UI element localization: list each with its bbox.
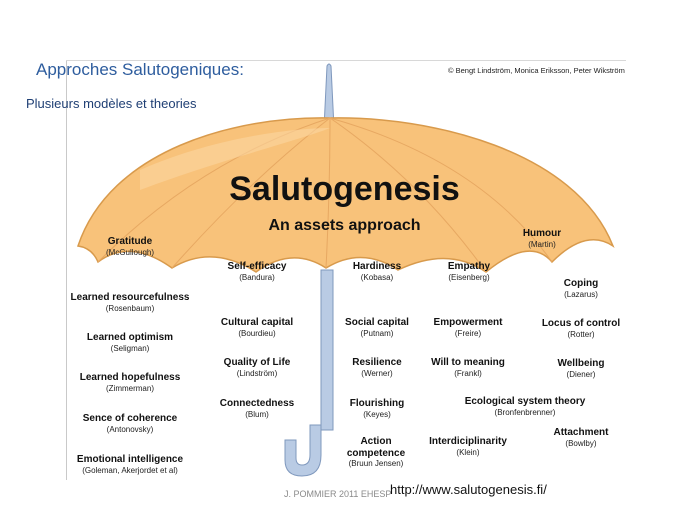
concept-sence-of-coherence: Sence of coherence(Antonovsky): [82, 413, 178, 434]
footer-url-link[interactable]: http://www.salutogenesis.fi/: [390, 482, 547, 497]
slide-subtitle: Plusieurs modèles et theories: [26, 96, 197, 111]
umbrella-handle: [284, 424, 322, 477]
concept-connectedness: Connectedness(Blum): [219, 398, 295, 419]
umbrella-subtitle: An assets approach: [268, 217, 421, 234]
umbrella-title: Salutogenesis: [229, 170, 460, 208]
umbrella-shaft: [320, 269, 334, 431]
concept-self-efficacy: Self-efficacy(Bandura): [227, 261, 287, 282]
concept-wellbeing: Wellbeing(Diener): [557, 358, 605, 379]
concept-learned-optimism: Learned optimism(Seligman): [86, 332, 174, 353]
concept-coping: Coping(Lazarus): [563, 278, 599, 299]
concept-cultural-capital: Cultural capital(Bourdieu): [220, 317, 294, 338]
slide-left-rule: [66, 60, 67, 480]
slide-top-rule: [66, 60, 626, 61]
concept-emotional-intelligence: Emotional intelligence(Goleman, Akerjord…: [76, 454, 184, 475]
slide-title: Approches Salutogeniques:: [36, 60, 244, 79]
canopy-seam: [97, 117, 331, 263]
concept-quality-of-life: Quality of Life(Lindström): [223, 357, 291, 378]
concept-will-to-meaning: Will to meaning(Frankl): [431, 357, 505, 378]
copyright-note: © Bengt Lindström, Monica Eriksson, Pete…: [448, 66, 625, 75]
concept-flourishing: Flourishing(Keyes): [349, 398, 405, 419]
concept-ecological-system-theory: Ecological system theory(Bronfenbrenner): [464, 396, 586, 417]
concept-empathy: Empathy(Eisenberg): [447, 261, 491, 282]
concept-attachment: Attachment(Bowlby): [553, 427, 609, 448]
concept-learned-hopefulness: Learned hopefulness(Zimmerman): [79, 372, 181, 393]
concept-locus-of-control: Locus of control(Rotter): [541, 318, 621, 339]
concept-humour: Humour(Martin): [522, 228, 562, 249]
concept-gratitude: Gratitude(McGullough): [105, 236, 155, 257]
concept-social-capital: Social capital(Putnam): [345, 317, 409, 338]
concept-learned-resourcefulness: Learned resourcefulness(Rosenbaum): [70, 292, 190, 313]
canopy-seam: [329, 117, 487, 273]
concept-resilience: Resilience(Werner): [352, 357, 402, 378]
canopy-highlight: [140, 128, 330, 190]
footer-author: J. POMMIER 2011 EHESP: [284, 489, 392, 499]
canopy-seam: [325, 117, 331, 269]
concept-action-competence: Action competence(Bruun Jensen): [346, 436, 406, 468]
concept-interdiciplinarity: Interdiciplinarity(Klein): [429, 436, 507, 457]
canopy-seam: [329, 117, 553, 263]
concept-hardiness: Hardiness(Kobasa): [352, 261, 402, 282]
concept-empowerment: Empowerment(Freire): [433, 317, 503, 338]
